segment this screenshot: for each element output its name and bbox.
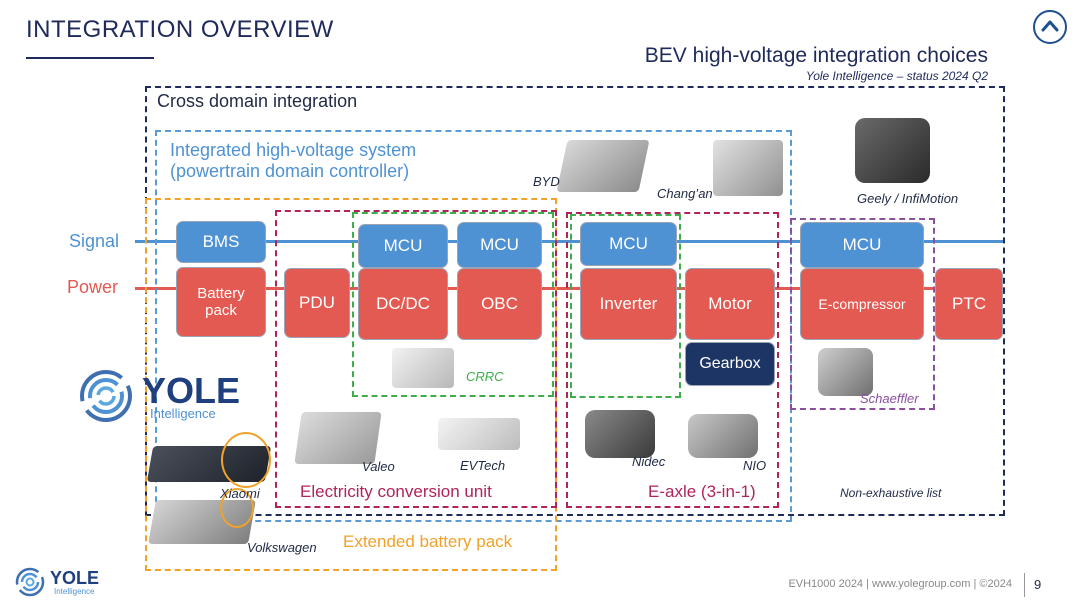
supplier-nio: NIO [743, 458, 767, 473]
cross-domain-label: Cross domain integration [157, 91, 358, 111]
slide-subtitle: BEV high-voltage integration choices [644, 44, 988, 67]
power-label: Power [67, 277, 119, 297]
motor-label: Motor [708, 294, 752, 314]
supplier-byd: BYD [533, 174, 560, 189]
non-exhaustive-note: Non-exhaustive list [840, 486, 942, 500]
schaeffler-product-image [818, 348, 873, 396]
supplier-changan: Chang’an [657, 186, 713, 201]
inverter-label: Inverter [599, 294, 658, 314]
footer-divider [1024, 573, 1025, 597]
page-title: INTEGRATION OVERVIEW [26, 16, 334, 43]
volkswagen-highlight-circle [220, 488, 254, 528]
mcu-inverter-block: MCU [580, 222, 677, 266]
hv-system-label-1: Integrated high-voltage system [170, 140, 417, 160]
footer-yole-logo: YOLE Intelligence [14, 566, 114, 598]
yole-logo-text: YOLE [142, 370, 241, 411]
dcdc-label: DC/DC [376, 294, 430, 314]
source-status: Yole Intelligence – status 2024 Q2 [805, 69, 988, 83]
obc-label: OBC [481, 294, 518, 314]
inverter-box [570, 214, 681, 398]
supplier-nidec: Nidec [632, 454, 666, 469]
pdu-block: PDU [284, 268, 350, 338]
electricity-unit-box [275, 210, 557, 508]
ecompressor-block: E-compressor [800, 268, 924, 340]
pdu-label: PDU [299, 293, 335, 313]
obc-block: OBC [457, 268, 542, 340]
thermal-box [790, 218, 935, 410]
dcdc-obc-box [352, 212, 554, 397]
mcu-dcdc-block: MCU [358, 224, 448, 268]
mcu-label: MCU [480, 235, 519, 255]
mcu-label: MCU [609, 234, 648, 254]
ptc-block: PTC [935, 268, 1003, 340]
geely-product-image [855, 118, 930, 183]
dcdc-block: DC/DC [358, 268, 448, 340]
chevron-up-icon[interactable] [1033, 10, 1067, 44]
supplier-geely: Geely / InfiMotion [857, 191, 959, 206]
battery-label-1: Battery [197, 284, 245, 302]
motor-block: Motor [685, 268, 775, 340]
changan-product-image [713, 140, 783, 196]
battery-label-2: pack [205, 302, 237, 319]
supplier-crrc: CRRC [466, 369, 504, 384]
page-number: 9 [1034, 577, 1042, 592]
evtech-product-image [438, 418, 520, 450]
bms-block: BMS [176, 221, 266, 263]
electricity-unit-label: Electricity conversion unit [300, 482, 492, 501]
battery-pack-label: Extended battery pack [343, 532, 513, 551]
hv-system-label-2: (powertrain domain controller) [170, 161, 410, 181]
supplier-valeo: Valeo [362, 459, 395, 474]
footer-text: EVH1000 2024 | www.yolegroup.com | ©2024 [788, 578, 1012, 590]
xiaomi-highlight-circle [221, 432, 271, 488]
supplier-xiaomi: Xiaomi [220, 486, 260, 501]
ecompressor-label: E-compressor [818, 295, 906, 312]
footer-logo-sub: Intelligence [54, 587, 95, 596]
gearbox-block: Gearbox [685, 342, 775, 386]
mcu-label: MCU [842, 235, 882, 255]
signal-label: Signal [69, 231, 120, 251]
supplier-volkswagen: Volkswagen [247, 540, 317, 555]
battery-pack-block: Battery pack [176, 267, 266, 337]
eaxle-label: E-axle (3-in-1) [648, 482, 756, 501]
mcu-ecompressor-block: MCU [800, 222, 924, 268]
valeo-product-image [294, 412, 382, 464]
footer-logo-text: YOLE [50, 568, 100, 588]
supplier-evtech: EVTech [460, 458, 506, 473]
yole-logo-sub: Intelligence [150, 406, 216, 421]
supplier-schaeffler: Schaeffler [860, 391, 919, 406]
nio-product-image [688, 414, 758, 458]
ptc-label: PTC [952, 294, 986, 314]
bms-label: BMS [202, 232, 240, 252]
yole-logo: YOLE Intelligence [78, 368, 248, 428]
mcu-obc-block: MCU [457, 222, 542, 268]
mcu-label: MCU [383, 236, 423, 256]
gearbox-label: Gearbox [699, 354, 761, 372]
eaxle-box [566, 212, 779, 508]
nidec-product-image [585, 410, 655, 458]
byd-product-image [556, 140, 650, 192]
inverter-block: Inverter [580, 268, 677, 340]
crrc-product-image [392, 348, 454, 388]
title-underline [26, 57, 154, 59]
